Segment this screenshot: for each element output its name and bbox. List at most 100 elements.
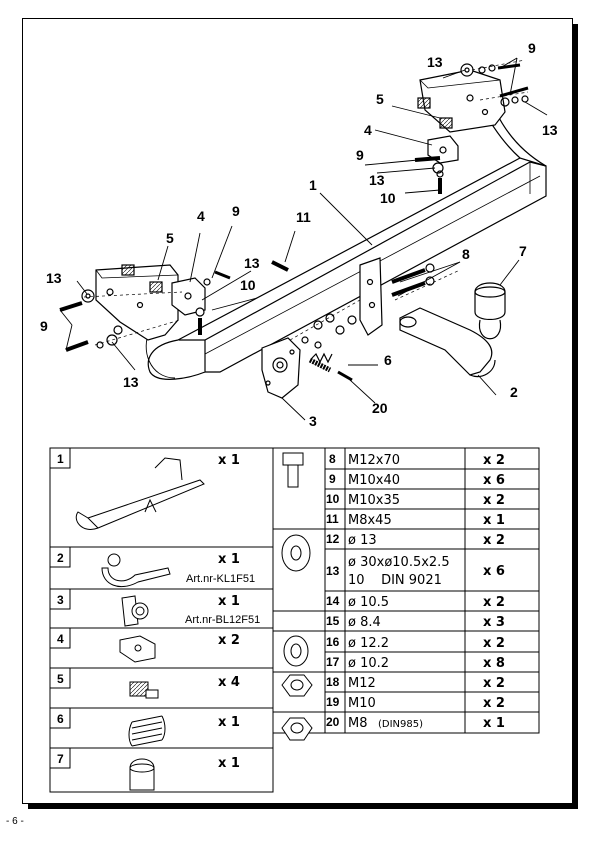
callout-9-left-upper: 9	[232, 203, 240, 219]
callout-10-right: 10	[380, 190, 396, 206]
spec-9: M10x40	[348, 473, 400, 488]
callout-9-right-upper: 9	[528, 40, 536, 56]
callout-6: 6	[384, 352, 392, 368]
part-no-1: 1	[57, 452, 64, 466]
ball-cover-thumbnail	[129, 758, 155, 791]
qty-9: x 6	[483, 473, 505, 488]
callout-9-left: 9	[40, 318, 48, 334]
clip-thumbnail	[129, 681, 159, 699]
center-flange	[359, 257, 383, 336]
part-no-2: 2	[57, 551, 64, 565]
qty-12: x 2	[483, 533, 505, 548]
part-no-20: 20	[326, 715, 340, 729]
spec-12: ø 13	[348, 533, 377, 548]
part-no-3: 3	[57, 593, 64, 607]
exploded-view	[59, 59, 547, 399]
part-no-8: 8	[329, 452, 336, 466]
spec-10: M10x35	[348, 493, 400, 508]
part-no-18: 18	[326, 675, 340, 689]
frame-shadow-right	[573, 24, 578, 808]
callout-7: 7	[519, 243, 527, 259]
callout-5-right: 5	[376, 91, 384, 107]
page-frame	[22, 18, 573, 804]
callout-13-top: 13	[427, 54, 443, 70]
tow-ball-7	[474, 282, 506, 340]
part-icons-left	[75, 457, 205, 791]
part-no-19: 19	[326, 695, 340, 709]
qty-13: x 6	[483, 564, 505, 579]
part-no-6: 6	[57, 712, 64, 726]
spec-17: ø 10.2	[348, 656, 389, 671]
ball-mount-thumbnail	[101, 553, 171, 587]
qty-4: x 2	[218, 633, 240, 648]
bracket-thumbnail	[119, 635, 156, 663]
callout-11: 11	[296, 209, 311, 225]
socket-plate-3	[261, 337, 301, 399]
spec-16: ø 12.2	[348, 636, 389, 651]
parts-right-text: 8 M12x70 x 2 9 M10x40 x 6 10 M10x35 x 2 …	[326, 452, 505, 731]
bracket-4-left	[171, 277, 206, 316]
part-no-5: 5	[57, 672, 64, 686]
part-no-7: 7	[57, 752, 64, 766]
callout-13-center: 13	[244, 255, 260, 271]
qty-8: x 2	[483, 453, 505, 468]
part-no-17: 17	[326, 655, 340, 669]
left-hardware	[59, 270, 231, 352]
spec-20-din: (DIN985)	[378, 719, 423, 730]
callout-20: 20	[372, 400, 388, 416]
part-no-13: 13	[326, 564, 340, 578]
right-hardware	[414, 63, 529, 194]
spec-15: ø 8.4	[348, 615, 381, 630]
callout-4-left: 4	[197, 208, 205, 224]
callout-2: 2	[510, 384, 518, 400]
qty-2: x 1	[218, 552, 240, 567]
qty-6: x 1	[218, 715, 240, 730]
parts-left-text: 1 x 1 2 x 1 Art.nr-KL1F51 3 x 1 Art.nr-B…	[57, 452, 260, 771]
leader-lines	[59, 57, 548, 421]
callout-labels: 1 2 3 4 4 5 5 6 7 8 9 9 9 9 10 10 11 13 …	[40, 40, 558, 429]
spec-20: M8	[348, 716, 368, 731]
art-nr-3: Art.nr-BL12F51	[185, 614, 260, 626]
flat-washer-icon	[281, 534, 311, 572]
qty-14: x 2	[483, 595, 505, 610]
spring-6	[311, 352, 333, 364]
spec-8: M12x70	[348, 453, 400, 468]
spec-14: ø 10.5	[348, 595, 389, 610]
qty-10: x 2	[483, 493, 505, 508]
qty-20: x 1	[483, 716, 505, 731]
callout-1: 1	[309, 177, 317, 193]
qty-5: x 4	[218, 675, 240, 690]
spec-18: M12	[348, 676, 376, 691]
callout-13-left-lower: 13	[123, 374, 139, 390]
bracket-4-right	[427, 135, 459, 164]
qty-11: x 1	[483, 513, 505, 528]
bolts-8	[391, 263, 435, 297]
hex-nut-icon	[281, 674, 313, 697]
qty-15: x 3	[483, 615, 505, 630]
bolt-icon	[282, 452, 304, 488]
callout-13-left: 13	[46, 270, 62, 286]
callout-3: 3	[309, 413, 317, 429]
parts-table	[49, 447, 540, 793]
callout-13-right-mid: 13	[369, 172, 385, 188]
qty-1: x 1	[218, 453, 240, 468]
qty-19: x 2	[483, 696, 505, 711]
qty-7: x 1	[218, 756, 240, 771]
socket-plate-thumbnail	[121, 595, 149, 627]
ball-mount-2	[399, 307, 496, 378]
part-no-10: 10	[326, 492, 340, 506]
part-no-15: 15	[326, 614, 340, 628]
lock-nut-icon	[281, 717, 313, 741]
part-no-11: 11	[326, 512, 339, 526]
clips-5-left	[121, 264, 163, 293]
callout-10-left: 10	[240, 277, 256, 293]
part-no-4: 4	[57, 632, 64, 646]
spec-13: ø 30xø10.5x2.5	[348, 555, 450, 570]
qty-18: x 2	[483, 676, 505, 691]
callout-5-left: 5	[166, 230, 174, 246]
art-nr-2: Art.nr-KL1F51	[186, 573, 255, 585]
right-side-plate	[419, 69, 506, 133]
center-hardware	[301, 313, 357, 382]
part-no-12: 12	[326, 532, 340, 546]
